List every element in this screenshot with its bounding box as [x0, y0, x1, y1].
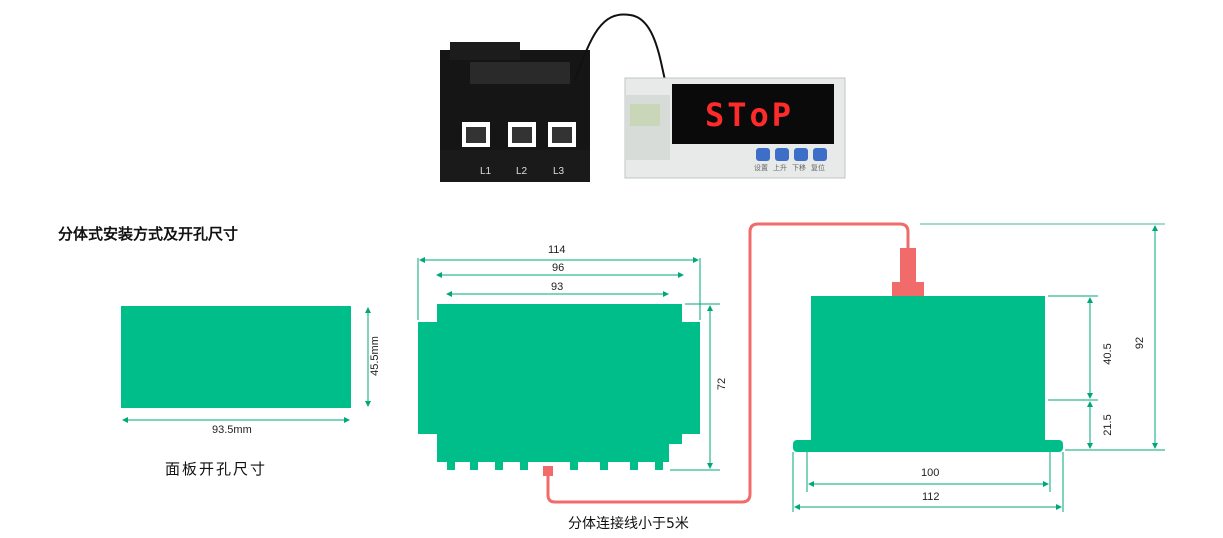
meter-inner-width-label: 100 — [921, 467, 940, 479]
transformer-mid-label: 96 — [552, 262, 565, 274]
cutout-height-label: 45.5mm — [369, 336, 381, 376]
meter-total-label: 92 — [1134, 336, 1146, 350]
phase-label-l1: L1 — [480, 166, 492, 177]
meter-outer-width-label: 112 — [922, 491, 940, 503]
cutout-width-label: 93.5mm — [212, 424, 252, 436]
meter-lower-label: 21.5 — [1102, 414, 1114, 436]
cable-plug-right — [900, 248, 916, 286]
transformer-outer-label: 114 — [548, 244, 566, 256]
meter-drawing — [793, 296, 1063, 452]
cable-caption: 分体连接线小于5米 — [568, 516, 689, 532]
transformer-inner-label: 93 — [551, 281, 564, 293]
btn-label-set: 设置 — [754, 164, 768, 172]
btn-label-down: 下移 — [792, 164, 806, 172]
transformer-height-label: 72 — [716, 377, 728, 391]
section-title: 分体式安装方式及开孔尺寸 — [58, 225, 239, 243]
phase-label-l2: L2 — [516, 166, 528, 177]
btn-label-reset: 复位 — [811, 164, 825, 172]
cutout-caption: 面板开孔尺寸 — [165, 460, 268, 478]
cable-plug-left — [543, 466, 553, 476]
meter-upper-label: 40.5 — [1102, 343, 1114, 365]
connection-cable — [546, 222, 910, 504]
phase-label-l3: L3 — [553, 166, 565, 177]
panel-cutout-shape — [121, 306, 351, 408]
meter-display-text: SToP — [705, 96, 795, 134]
current-transformer-photo — [440, 42, 590, 182]
photo-cable — [574, 13, 666, 81]
meter-photo — [624, 77, 846, 179]
btn-label-up: 上升 — [773, 164, 787, 172]
transformer-drawing — [418, 304, 700, 470]
